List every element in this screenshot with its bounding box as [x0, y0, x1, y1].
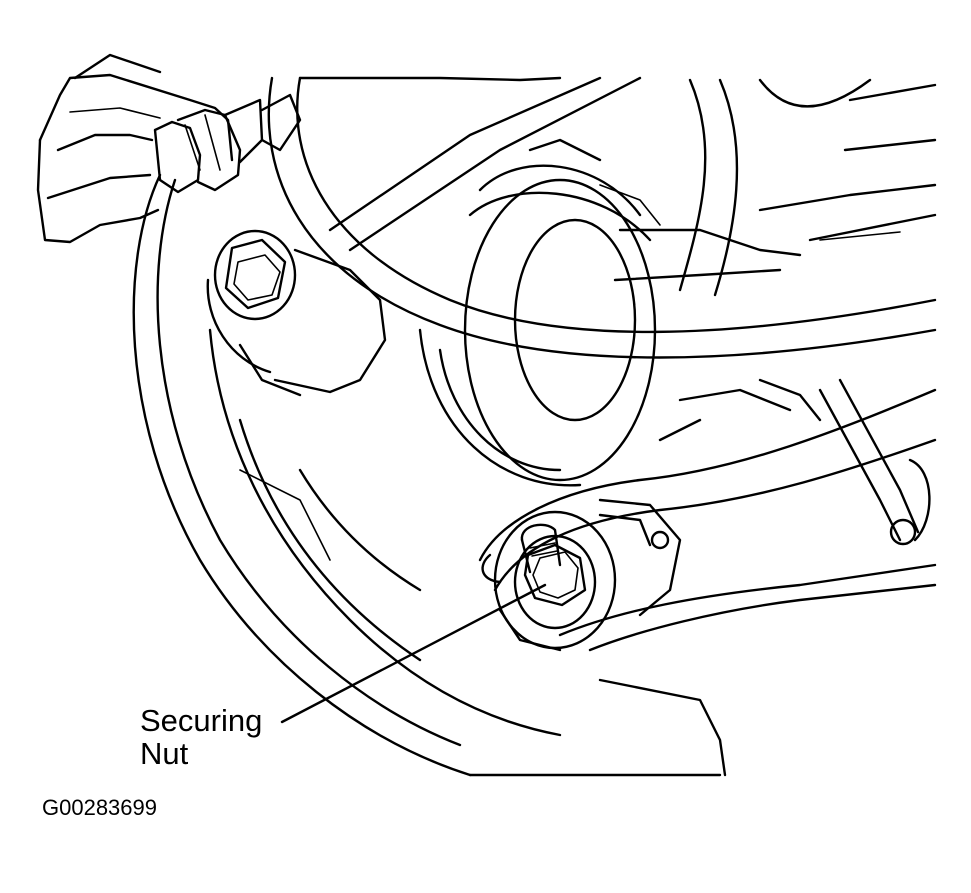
ball-joint-securing-nut — [481, 510, 617, 652]
callout-line-1: Securing — [140, 703, 263, 738]
figure-code: G00283699 — [42, 795, 157, 820]
callout-line-2: Nut — [140, 736, 189, 771]
brake-caliper — [36, 53, 234, 244]
upper-control-arm — [267, 76, 937, 359]
lower-control-arm — [478, 388, 937, 652]
callout-leader-line — [280, 583, 547, 724]
hub-assembly — [418, 138, 802, 487]
caliper-bolt — [206, 229, 387, 397]
tie-rod-link — [658, 378, 931, 546]
steering-knuckle — [132, 173, 727, 777]
brake-hose-fitting — [153, 93, 302, 194]
stabilizer-rod — [678, 78, 937, 297]
securing-nut-callout: Securing Nut — [140, 704, 262, 770]
